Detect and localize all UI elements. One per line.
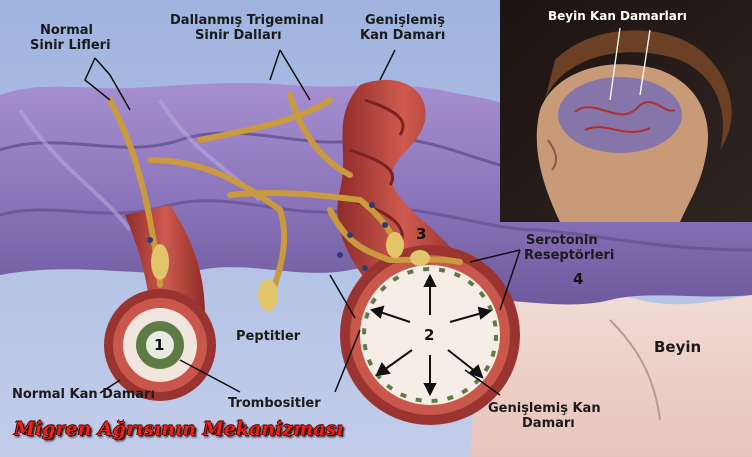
head-inset [500, 0, 752, 222]
label-trigeminal-line2: Sinir Dalları [195, 29, 282, 43]
label-brain-vessels: Beyin Kan Damarları [548, 10, 687, 23]
label-peptides: Peptitler [236, 330, 300, 344]
number-3: 3 [416, 225, 426, 243]
label-dilated-vessel-bottom-line1: Genişlemiş Kan [488, 402, 601, 416]
number-4: 4 [573, 270, 583, 288]
label-dilated-vessel-top-line1: Genişlemiş [365, 14, 445, 28]
diagram-title: Migren Ağrısının Mekanizması [14, 418, 343, 440]
label-dilated-vessel-top-line2: Kan Damarı [360, 29, 445, 43]
number-1: 1 [154, 336, 164, 354]
label-trigeminal-line1: Dallanmış Trigeminal [170, 14, 324, 28]
label-normal-vessel: Normal Kan Damarı [12, 388, 155, 402]
label-normal-nerve-line1: Normal [40, 24, 93, 38]
label-brain: Beyin [654, 340, 701, 356]
label-dilated-vessel-bottom-line2: Damarı [522, 417, 575, 431]
label-serotonin-line2: Reseptörleri [524, 249, 614, 263]
label-normal-nerve-line2: Sinir Lifleri [30, 39, 111, 53]
number-2: 2 [424, 326, 434, 344]
label-serotonin-line1: Serotonin [526, 234, 598, 248]
label-platelets: Trombositler [228, 397, 321, 411]
